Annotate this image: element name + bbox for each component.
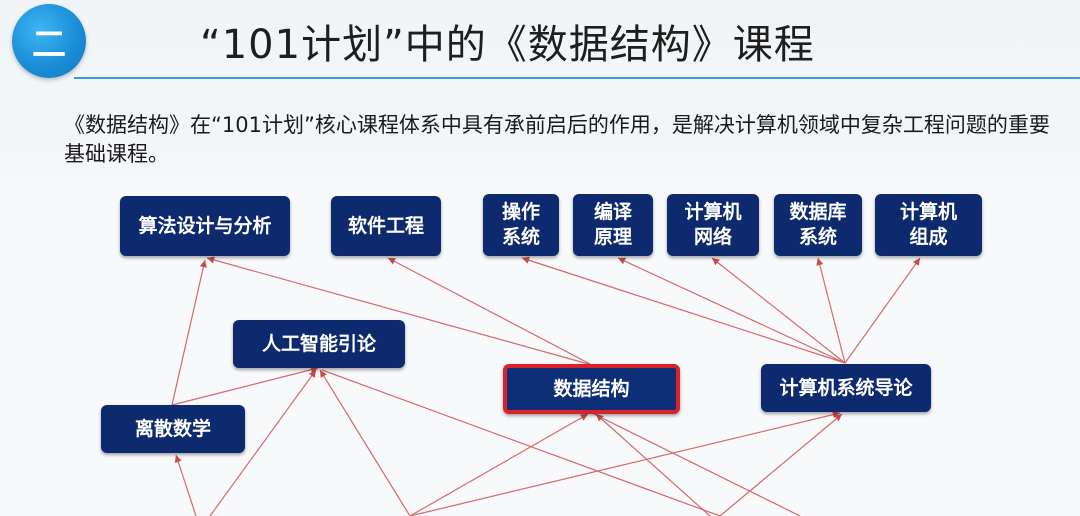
link-low-ai-1 <box>209 369 317 516</box>
link-low-ics-2 <box>719 413 843 516</box>
link-ai-low <box>321 369 721 516</box>
intro-paragraph: 《数据结构》在“101计划”核心课程体系中具有承前启后的作用，是解决计算机领域中… <box>64 113 1050 166</box>
link-ds-algorithm <box>206 256 593 366</box>
link-ds-software <box>387 257 593 366</box>
node-data-structures: 数据结构 <box>503 364 680 414</box>
link-ics-os <box>521 256 846 364</box>
node-operating-systems: 操作 系统 <box>483 194 559 256</box>
link-ics-networks <box>711 257 846 364</box>
link-low-ai-2 <box>319 369 411 516</box>
link-dm-ai <box>171 366 319 406</box>
node-algorithm-design: 算法设计与分析 <box>120 196 290 256</box>
link-ds-database <box>591 412 801 516</box>
slide-title: “101计划”中的《数据结构》课程 <box>200 22 815 68</box>
link-low-ds-2 <box>595 413 711 516</box>
link-low-dm <box>174 454 197 516</box>
link-dm-algorithm <box>171 259 207 406</box>
link-low-ds-1 <box>409 413 589 516</box>
node-discrete-math: 离散数学 <box>101 405 245 453</box>
node-ai-intro: 人工智能引论 <box>233 320 405 368</box>
node-computer-organization: 计算机 组成 <box>875 194 982 256</box>
link-low-ics-1 <box>409 411 841 516</box>
node-computer-networks: 计算机 网络 <box>667 194 759 256</box>
link-ics-database <box>816 257 846 364</box>
node-intro-computer-systems: 计算机系统导论 <box>761 364 931 412</box>
link-ics-organization <box>844 257 921 364</box>
title-divider <box>74 77 1080 79</box>
section-badge: 二 <box>12 4 86 78</box>
node-software-engineering: 软件工程 <box>331 196 441 256</box>
node-database-systems: 数据库 系统 <box>774 194 862 256</box>
node-compilers: 编译 原理 <box>573 194 653 256</box>
link-ics-compilers <box>617 257 846 364</box>
